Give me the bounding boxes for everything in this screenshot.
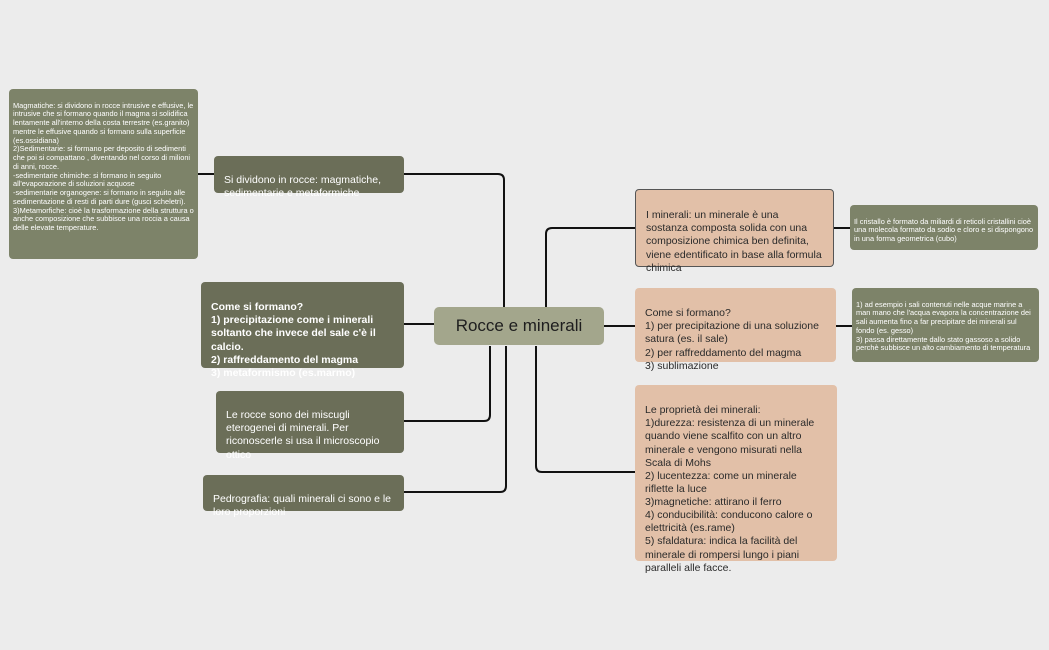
- link-center-properties: [535, 346, 635, 473]
- minerals-definition-node[interactable]: I minerali: un minerale è una sostanza c…: [635, 189, 834, 274]
- link-center-rock-types: [404, 173, 505, 308]
- rock-types-text: Si dividono in rocce: magmatiche, sedime…: [224, 174, 381, 200]
- rocks-definition-node[interactable]: Le rocce sono dei miscugli eterogenei di…: [216, 391, 404, 461]
- rock-types-node[interactable]: Si dividono in rocce: magmatiche, sedime…: [214, 156, 404, 199]
- central-topic-title: Rocce e minerali: [455, 316, 583, 336]
- rock-formation-text: Come si formano? 1) precipitazione come …: [211, 301, 376, 379]
- petrography-node[interactable]: Pedrografia: quali minerali ci sono e le…: [203, 475, 404, 518]
- link-center-minerals: [545, 227, 635, 308]
- rock-formation-node[interactable]: Come si formano? 1) precipitazione come …: [201, 282, 404, 379]
- link-center-rocks-definition: [404, 346, 491, 422]
- mineral-formation-detail-node[interactable]: 1) ad esempio i sali contenuti nelle acq…: [852, 288, 1039, 362]
- minerals-definition-text: I minerali: un minerale è una sostanza c…: [646, 209, 822, 274]
- rock-types-detail-text: Magmatiche: si dividono in rocce intrusi…: [13, 100, 194, 233]
- central-topic[interactable]: Rocce e minerali: [434, 307, 604, 345]
- rocks-definition-text: Le rocce sono dei miscugli eterogenei di…: [226, 409, 380, 461]
- petrography-text: Pedrografia: quali minerali ci sono e le…: [213, 493, 392, 519]
- crystal-detail-text: Il cristallo è formato da miliardi di re…: [854, 216, 1034, 244]
- link-center-petrography: [404, 346, 507, 493]
- mineral-formation-detail-text: 1) ad esempio i sali contenuti nelle acq…: [856, 299, 1031, 353]
- crystal-detail-node[interactable]: Il cristallo è formato da miliardi di re…: [850, 205, 1038, 250]
- rock-types-detail-node[interactable]: Magmatiche: si dividono in rocce intrusi…: [9, 89, 198, 259]
- mineral-formation-text: Come si formano? 1) per precipitazione d…: [645, 307, 819, 372]
- mineral-properties-text: Le proprietà dei minerali: 1)durezza: re…: [645, 404, 815, 574]
- mineral-properties-node[interactable]: Le proprietà dei minerali: 1)durezza: re…: [635, 385, 837, 574]
- mineral-formation-node[interactable]: Come si formano? 1) per precipitazione d…: [635, 288, 836, 372]
